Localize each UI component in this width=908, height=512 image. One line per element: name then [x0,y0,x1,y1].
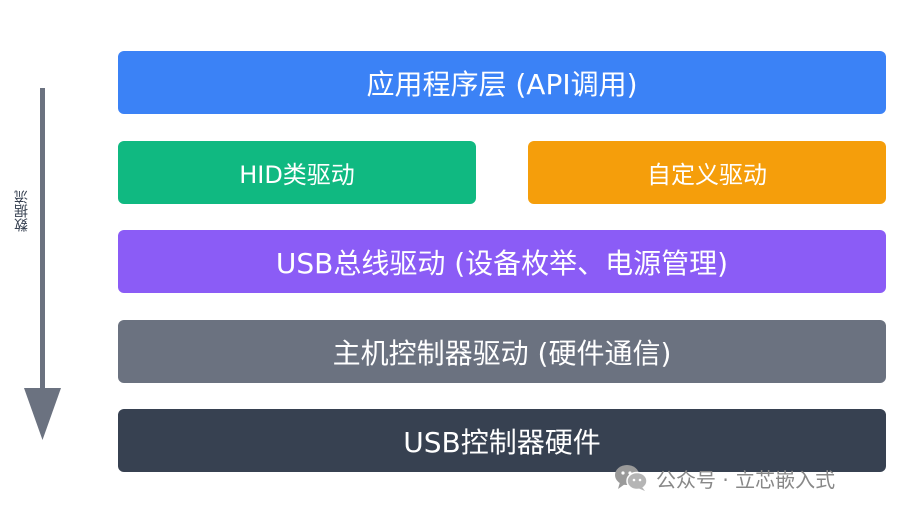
watermark: 公众号 · 立芯嵌入式 [614,461,835,495]
wechat-icon [614,464,648,492]
layer-custom-driver: 自定义驱动 [528,141,886,204]
layer-usb-controller-hardware: USB控制器硬件 [118,409,886,472]
layer-application: 应用程序层 (API调用) [118,51,886,114]
watermark-text: 公众号 · 立芯嵌入式 [656,467,836,492]
data-flow-arrow-icon [24,88,61,440]
layer-host-controller-driver: 主机控制器驱动 (硬件通信) [118,320,886,383]
layer-hid-driver: HID类驱动 [118,141,476,204]
data-flow-label: 数据流 [14,190,30,232]
layer-usb-bus-driver: USB总线驱动 (设备枚举、电源管理) [118,230,886,293]
